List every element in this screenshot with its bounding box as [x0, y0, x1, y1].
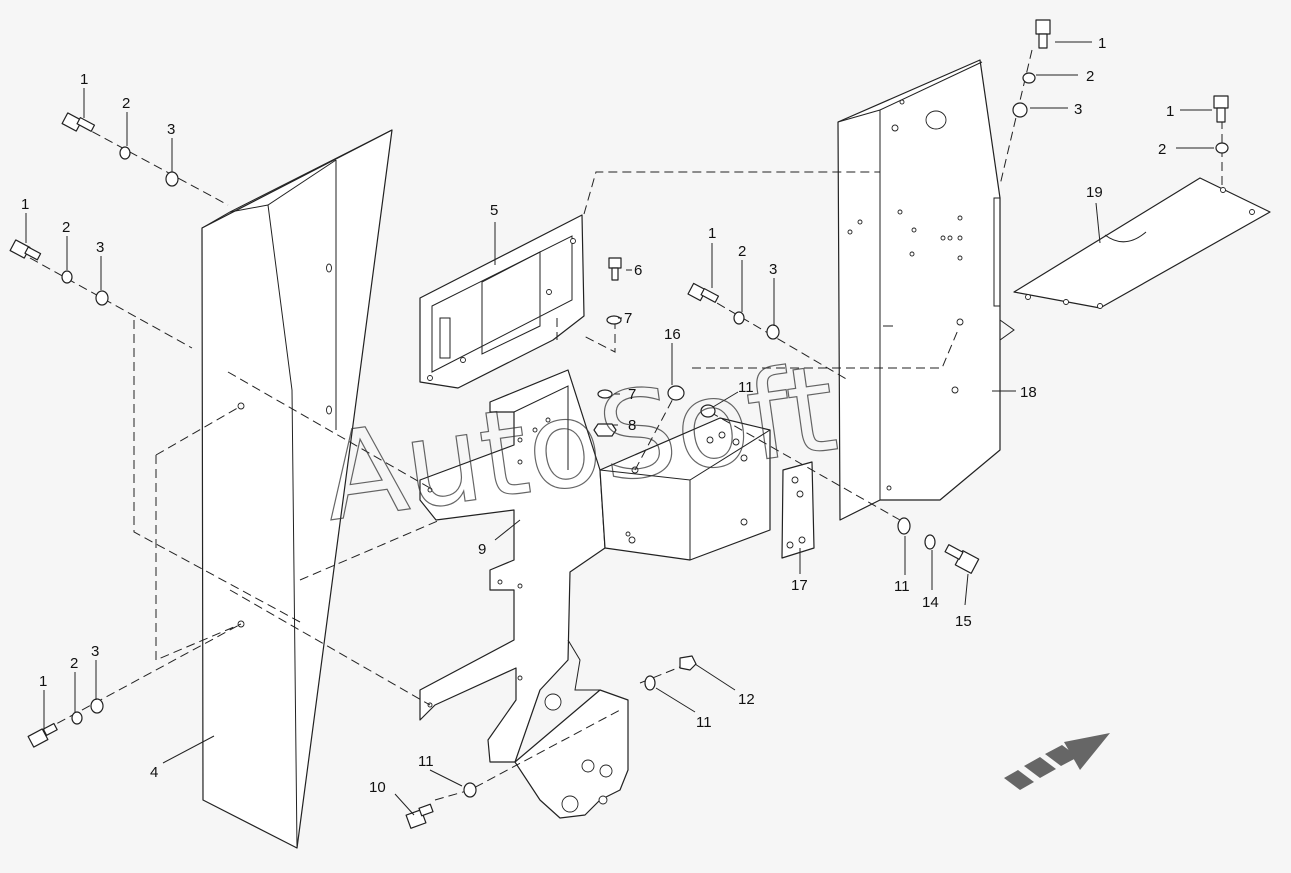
callout-18: 18 — [1020, 384, 1037, 401]
callout-3: 3 — [167, 121, 175, 138]
callout-2: 2 — [1158, 141, 1166, 158]
callout-3: 3 — [91, 643, 99, 660]
reservoir-box — [599, 417, 771, 561]
side-panel-18 — [837, 59, 1015, 521]
cover-plate-19 — [1013, 177, 1271, 309]
callout-1: 1 — [80, 71, 88, 88]
callout-12: 12 — [738, 691, 755, 708]
callout-11: 11 — [418, 753, 434, 770]
callout-1: 1 — [708, 225, 716, 242]
callout-leaders — [25, 41, 1214, 816]
mounting-bracket-5 — [419, 214, 585, 389]
callout-10: 10 — [369, 779, 386, 796]
callout-2: 2 — [1086, 68, 1094, 85]
callout-1: 1 — [1098, 35, 1106, 52]
callout-16: 16 — [664, 326, 681, 343]
callout-6: 6 — [634, 262, 642, 279]
callout-1: 1 — [1166, 103, 1174, 120]
main-frame-9 — [419, 369, 606, 763]
callout-17: 17 — [791, 577, 808, 594]
callout-7: 7 — [624, 310, 632, 327]
callout-2: 2 — [70, 655, 78, 672]
callout-labels: 1 2 3 1 2 3 1 2 3 4 5 6 7 7 8 9 10 11 11… — [21, 35, 1174, 796]
callout-11: 11 — [738, 379, 754, 396]
callout-4: 4 — [150, 764, 158, 781]
callout-15: 15 — [955, 613, 972, 630]
forward-direction-arrow-icon — [1004, 733, 1110, 790]
callout-2: 2 — [122, 95, 130, 112]
callout-2: 2 — [738, 243, 746, 260]
fasteners — [9, 19, 1229, 829]
callout-1: 1 — [39, 673, 47, 690]
callout-14: 14 — [922, 594, 939, 611]
callout-9: 9 — [478, 541, 486, 558]
callout-1: 1 — [21, 196, 29, 213]
callout-19: 19 — [1086, 184, 1103, 201]
bottom-mount-plate — [514, 639, 629, 819]
callout-8: 8 — [628, 417, 636, 434]
callout-3: 3 — [769, 261, 777, 278]
callout-3: 3 — [96, 239, 104, 256]
callout-11: 11 — [696, 714, 712, 731]
callout-3: 3 — [1074, 101, 1082, 118]
callout-7: 7 — [628, 386, 636, 403]
callout-5: 5 — [490, 202, 498, 219]
callout-11: 11 — [894, 578, 910, 595]
callout-2: 2 — [62, 219, 70, 236]
